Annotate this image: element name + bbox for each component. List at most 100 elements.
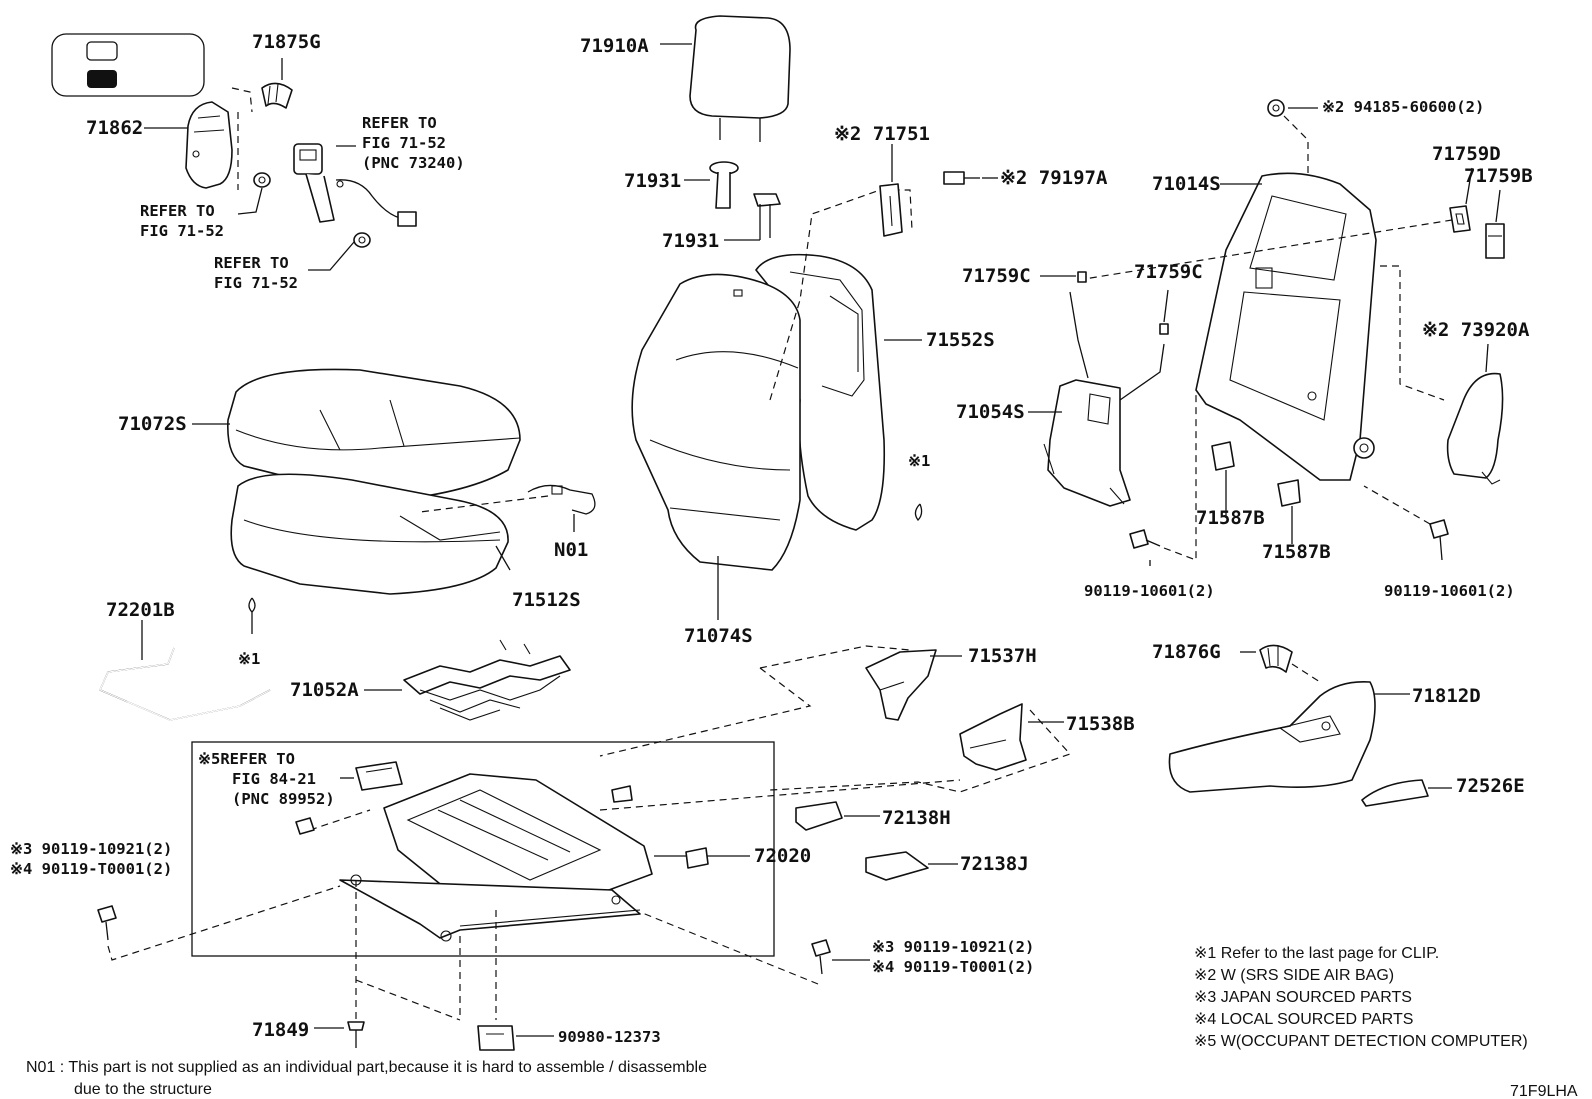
part-73920A-airbag [1446,372,1504,485]
part-71072S-cushion-cover [227,368,521,501]
label-94185: ※2 94185-60600(2) [1322,98,1484,116]
label-clip-2: ※1 [238,650,260,668]
notes-block: ※1 Refer to the last page for CLIP. ※2 W… [1194,945,1528,1050]
footnote-line-1: N01 : This part is not supplied as an in… [26,1059,707,1076]
part-90980-connector [477,1025,515,1051]
label-71812D: 71812D [1412,685,1481,707]
label-71014S: 71014S [1152,173,1221,195]
part-right-bolt [811,939,831,975]
label-71587B-a: 71587B [1196,507,1265,529]
footnote-line-2: due to the structure [74,1081,212,1098]
part-71862-cover [185,101,233,189]
part-71759C-clip-b [1159,323,1169,335]
label-refer-belt-3: (PNC 73240) [362,154,465,172]
label-71587B-b: 71587B [1262,541,1331,563]
label-90119-10921-right: ※3 90119-10921(2) [872,938,1034,956]
part-79197A-bolt [943,171,980,185]
part-71849-bolt [347,1021,365,1048]
label-71759B: 71759B [1464,165,1533,187]
label-72138H: 72138H [882,807,951,829]
label-N01: N01 [554,539,588,561]
label-refer-a-2: FIG 71-52 [140,222,224,240]
label-71875G: 71875G [252,31,321,53]
label-71849: 71849 [252,1019,309,1041]
legend-filled-box [87,70,117,88]
note-2: ※2 W (SRS SIDE AIR BAG) [1194,967,1394,984]
label-71910A: 71910A [580,35,649,57]
part-90119-10601-bolt-a [1129,529,1161,549]
label-73920A: ※2 73920A [1422,319,1530,341]
label-71052A: 71052A [290,679,359,701]
part-seat-belt-buckle [293,143,417,227]
label-71876G: 71876G [1152,641,1221,663]
label-71931-b: 71931 [662,230,719,252]
label-refer-b-1: REFER TO [214,254,289,272]
part-71875G-clip [261,82,293,109]
part-94185-nut [1267,99,1285,117]
part-71759C-clip-a [1077,271,1087,283]
part-71587B-clip-a [1211,441,1235,471]
note-4: ※4 LOCAL SOURCED PARTS [1194,1011,1413,1028]
part-71759D-clip [1449,205,1471,233]
part-occupant-detection-computer [355,761,403,791]
label-79197A: ※2 79197A [1000,167,1108,189]
label-refer-belt-2: FIG 71-52 [362,134,446,152]
label-71759D: 71759D [1432,143,1501,165]
part-72201B-wire [99,647,271,721]
label-90119-10601-a: 90119-10601(2) [1084,582,1215,600]
part-71751-bracket [879,183,903,237]
label-refer-a-1: REFER TO [140,202,215,220]
label-refer-occ-1: ※5REFER TO [198,750,295,768]
part-71054S-lumbar [1043,291,1165,507]
part-71512S-cushion-pad [230,473,509,595]
label-72138J: 72138J [960,853,1029,875]
note-1: ※1 Refer to the last page for CLIP. [1194,945,1439,962]
label-90119-10921-left: ※3 90119-10921(2) [10,840,172,858]
label-71512S: 71512S [512,589,581,611]
label-72020: 72020 [754,845,811,867]
label-90119-T0001-right: ※4 90119-T0001(2) [872,958,1034,976]
label-71759C-b: 71759C [1134,261,1203,283]
figure-code: 71F9LHA [1510,1083,1578,1099]
label-71538B: 71538B [1066,713,1135,735]
label-71931-a: 71931 [624,170,681,192]
label-90119-10601-b: 90119-10601(2) [1384,582,1515,600]
part-71812D-shield [1168,680,1376,793]
label-71862: 71862 [86,117,143,139]
part-71931-support-b [753,193,781,240]
part-71910A-headrest [689,15,791,142]
label-71072S: 71072S [118,413,187,435]
part-72138J-bracket [865,851,929,881]
label-71537H: 71537H [968,645,1037,667]
part-N01-harness [527,484,596,515]
note-3: ※3 JAPAN SOURCED PARTS [1194,989,1412,1006]
part-belt-bolt-b [353,232,371,248]
label-refer-b-2: FIG 71-52 [214,274,298,292]
label-71552S: 71552S [926,329,995,351]
label-90119-T0001-left: ※4 90119-T0001(2) [10,860,172,878]
part-71537H-cover [865,649,937,721]
part-belt-bolt-a [253,172,271,188]
part-71014S-frame [1195,172,1377,481]
part-71074S-seatback-cover [631,273,801,571]
label-71054S: 71054S [956,401,1025,423]
part-71538B-cover [959,703,1027,771]
part-90119-10601-bolt-b [1429,519,1449,561]
label-71074S: 71074S [684,625,753,647]
part-71052A-spring [403,639,571,721]
label-72526E: 72526E [1456,775,1525,797]
label-refer-belt-1: REFER TO [362,114,437,132]
legend [51,33,205,97]
adjuster-group-box [191,741,775,957]
label-90980-12373: 90980-12373 [558,1028,661,1046]
part-72020-adjuster [339,773,653,942]
label-refer-occ-3: (PNC 89952) [232,790,335,808]
label-71759C-a: 71759C [962,265,1031,287]
note-5: ※5 W(OCCUPANT DETECTION COMPUTER) [1194,1033,1528,1050]
part-72526E-knob [1361,779,1429,807]
part-71876G-clip [1259,644,1293,673]
part-71759B-clip [1485,223,1505,259]
label-71751: ※2 71751 [834,123,930,145]
